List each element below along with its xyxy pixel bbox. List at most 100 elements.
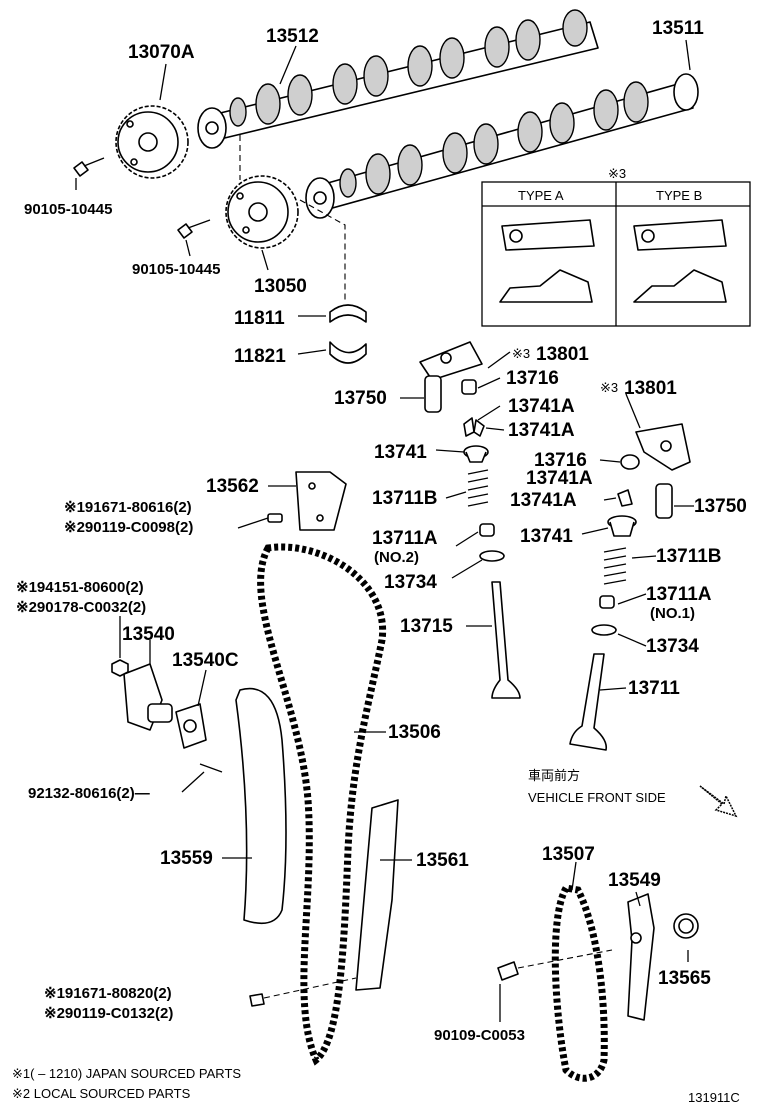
label-13507: 13507 [542, 844, 595, 865]
label-13716-upper: 13716 [506, 368, 559, 389]
label-13540: 13540 [122, 624, 175, 645]
spring-13711B-upper[interactable] [467, 469, 489, 507]
leader-lines [75, 39, 694, 1022]
label-13540C: 13540C [172, 650, 239, 671]
label-13711A-upper: 13711A [372, 528, 438, 549]
label-13711B-lower: 13711B [656, 546, 722, 567]
seat-13711A-lower[interactable] [599, 595, 615, 609]
adjuster-13716-upper[interactable] [461, 379, 477, 395]
oil-pump-chain-13507[interactable] [551, 884, 608, 1082]
bolt-90105-upper[interactable] [73, 157, 105, 177]
footnote-2: ※2 LOCAL SOURCED PARTS [12, 1086, 191, 1101]
label-90119-C0098: ※290119-C0098(2) [64, 519, 193, 536]
label-13734-upper: 13734 [384, 572, 437, 593]
label-13506: 13506 [388, 722, 441, 743]
keeper-13741A-upper[interactable] [463, 417, 485, 437]
label-13741A-2: 13741A [508, 420, 575, 441]
label-13561: 13561 [416, 850, 469, 871]
footnote-1: ※1( – 1210) JAPAN SOURCED PARTS [12, 1066, 241, 1081]
label-no1: (NO.1) [650, 605, 695, 622]
label-13711: 13711 [628, 678, 680, 699]
label-90109-C0053: 90109-C0053 [434, 1027, 525, 1044]
label-90119-C0132: ※290119-C0132(2) [44, 1005, 173, 1022]
label-13511: 13511 [652, 18, 704, 39]
vehicle-front-jp: 車両前方 [528, 768, 580, 783]
label-no2: (NO.2) [374, 549, 419, 566]
label-13741-lower: 13741 [520, 526, 573, 547]
label-90105-lower: 90105-10445 [132, 261, 220, 278]
nut-94151[interactable] [111, 659, 129, 677]
keeper-13741A-lower[interactable] [617, 489, 633, 507]
tension-spring-13565[interactable] [673, 913, 699, 939]
label-91671-80616: ※191671-80616(2) [64, 499, 192, 516]
label-13559: 13559 [160, 848, 213, 869]
label-13070A: 13070A [128, 42, 195, 63]
chain-tensioner-arm-13549[interactable] [627, 893, 655, 1021]
label-91671-80820: ※191671-80820(2) [44, 985, 172, 1002]
rocker-arm-13801-lower[interactable] [635, 423, 691, 471]
label-13050: 13050 [254, 276, 307, 297]
adjuster-13716-lower[interactable] [620, 454, 640, 470]
label-94151-80600: ※194151-80600(2) [16, 579, 144, 596]
type-a-header: TYPE A [518, 188, 564, 203]
label-13711A-lower: 13711A [646, 584, 712, 605]
label-13741A-1: 13741A [508, 396, 575, 417]
camshaft-13512[interactable] [197, 9, 599, 149]
bearing-11811[interactable] [329, 304, 367, 323]
timing-chain-13506[interactable] [257, 543, 387, 1066]
rocker-arm-13801-upper[interactable] [419, 341, 483, 381]
bearing-11821[interactable] [329, 341, 367, 364]
label-13734-lower: 13734 [646, 636, 699, 657]
retainer-13741-lower[interactable] [607, 515, 637, 537]
chain-damper-13561[interactable] [355, 799, 399, 991]
label-13750-lower: 13750 [694, 496, 747, 517]
washer-13734-upper[interactable] [479, 550, 505, 562]
mark-3-upper: ※3 [512, 346, 530, 361]
label-11811: 11811 [234, 308, 285, 329]
retainer-13741-upper[interactable] [463, 445, 489, 463]
lash-adjuster-13750-lower[interactable] [655, 483, 673, 519]
label-13801-upper: 13801 [536, 344, 589, 365]
lash-adjuster-13750-upper[interactable] [424, 375, 442, 413]
camshaft-timing-gear-13050[interactable] [225, 175, 299, 249]
bolt-91671-80616[interactable] [267, 513, 283, 523]
label-90178-C0032: ※290178-C0032(2) [16, 599, 146, 616]
stud-92132[interactable] [199, 763, 223, 773]
label-13741-upper: 13741 [374, 442, 427, 463]
label-13801-lower: 13801 [624, 378, 677, 399]
valve-13715[interactable] [491, 581, 521, 699]
label-13549: 13549 [608, 870, 661, 891]
label-13750-upper: 13750 [334, 388, 387, 409]
diagram-code: 131911C [688, 1090, 740, 1105]
bolt-91671-80820[interactable] [249, 977, 357, 1007]
label-90105-upper: 90105-10445 [24, 201, 112, 218]
label-11821: 11821 [234, 346, 286, 367]
vehicle-front-arrow-icon [699, 785, 738, 818]
chain-tensioner-13540[interactable] [123, 663, 173, 731]
bolt-90109[interactable] [497, 949, 613, 981]
camshaft-13511[interactable] [305, 73, 699, 219]
seat-13711A-upper[interactable] [479, 523, 495, 537]
mark-3-lower: ※3 [600, 380, 618, 395]
label-13741A-4: 13741A [510, 490, 577, 511]
washer-13734-lower[interactable] [591, 624, 617, 636]
label-13741A-3: 13741A [526, 468, 593, 489]
camshaft-timing-gear-13070A[interactable] [115, 105, 189, 179]
chain-guide-bracket-13562[interactable] [295, 471, 347, 531]
label-13715: 13715 [400, 616, 453, 637]
chain-slipper-13559[interactable] [235, 687, 287, 925]
type-b-header: TYPE B [656, 188, 702, 203]
label-13512: 13512 [266, 26, 319, 47]
spring-13711B-lower[interactable] [603, 547, 627, 585]
label-92132: 92132-80616(2)— [28, 785, 150, 802]
valve-13711[interactable] [569, 653, 608, 751]
label-13716-lower: 13716 [534, 450, 587, 471]
type-table-mark: ※3 [608, 166, 626, 181]
label-13562: 13562 [206, 476, 259, 497]
type-comparison-table [481, 181, 751, 327]
gasket-13540C[interactable] [175, 703, 207, 749]
vehicle-front-en: VEHICLE FRONT SIDE [528, 790, 666, 805]
label-13565: 13565 [658, 968, 711, 989]
bolt-90105-lower[interactable] [177, 219, 211, 239]
